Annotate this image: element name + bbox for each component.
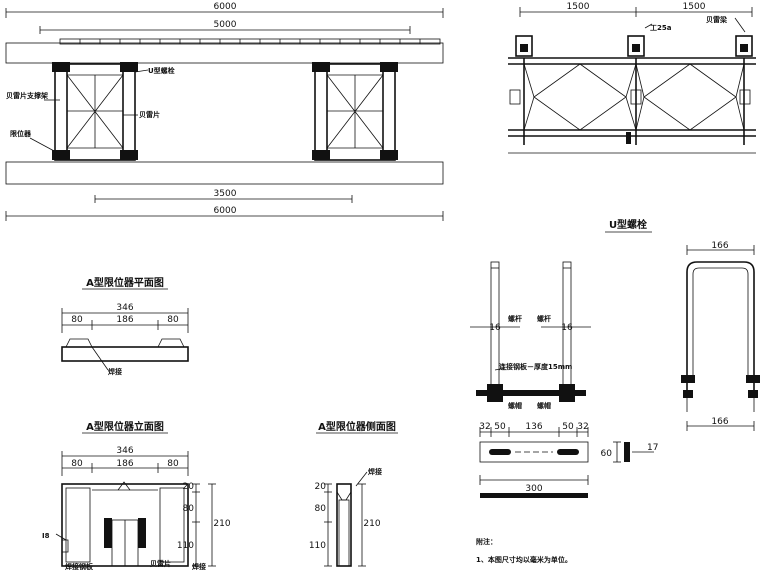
label-bailey-beam: 贝雷梁 [706,15,728,24]
a-side-dim-v-bot: 110 [309,541,326,551]
label-i25a: 工25a [650,24,672,32]
a-front-dim-total: 346 [116,446,133,456]
a-plan-dim-left: 80 [71,315,83,325]
a-side-dim-v-total: 210 [363,519,380,529]
u-bolt-title: U型螺栓 [609,218,647,231]
left-bailey-bent [52,62,138,161]
u-bolt-dim-plate-len: 300 [525,484,542,494]
label-limiter: 限位器 [10,129,32,138]
label-ubolt: U型螺栓 [148,66,175,75]
dim-truss-left: 1500 [567,2,590,12]
a-front-dim-v-mid: 80 [183,504,195,514]
u-bolt-plate-dim-4: 50 [562,422,574,432]
u-bolt-label-nut-l: 螺帽 [508,401,522,410]
u-bolt-label-rod-r: 螺杆 [537,314,551,323]
right-bailey-bent [312,62,398,161]
a-front-dim-v-total: 210 [213,519,230,529]
a-plan-dim-right: 80 [167,315,179,325]
elevation-view: 6000 5000 [5,2,444,221]
a-front-label-bailey: 贝雷片 [150,559,171,568]
u-bolt-dim-plate-h: 60 [601,449,613,459]
a-plan-title: A型限位器平面图 [86,276,164,289]
notes-heading: 附注： [476,537,497,546]
a-plan-dim-mid: 186 [116,315,133,325]
u-bolt-dim-plate-t: 17 [647,443,658,453]
u-bolt-label-nut-r: 螺帽 [537,401,551,410]
a-front-dim-right: 80 [167,459,179,469]
label-bailey: 贝雷片 [139,110,160,119]
u-bolt-plate-dim-5: 32 [577,422,588,432]
a-front-title: A型限位器立面图 [86,420,164,433]
u-bolt-label-rod-l: 螺杆 [508,314,522,323]
u-bolt-section: U型螺栓 16 16 螺杆 螺杆 连接钢板－厚度15mm 螺帽 螺帽 166 [470,218,760,498]
a-side-label-weld: 焊接 [368,467,382,476]
notes: 附注： 1、本图尺寸均以毫米为单位。 [476,537,572,564]
u-bolt-dim-rod-l: 16 [489,323,501,333]
a-front-label-weld-right: 焊接 [192,562,206,570]
a-front-dim-left: 80 [71,459,83,469]
u-bolt-plate-dim-1: 32 [479,422,490,432]
a-front-label-weld-left: 焊接钢板 [65,562,94,570]
dim-bottom-total-text: 6000 [214,206,237,216]
a-plan-label-weld: 焊接 [108,367,122,376]
u-bolt-dim-rod-r: 16 [561,323,573,333]
a-side-dim-v-top: 20 [315,482,327,492]
dim-bottom-inner-text: 3500 [214,189,237,199]
dim-top-inner: 5000 [39,20,411,34]
u-bolt-plate-dim-2: 50 [494,422,506,432]
a-side-dim-v-mid: 80 [315,504,327,514]
u-bolt-dim-top: 166 [711,241,728,251]
u-bolt-plate-dim-3: 136 [525,422,542,432]
u-bolt-dim-bottom: 166 [711,417,728,427]
a-front-dim-v-bot: 110 [177,541,194,551]
dim-truss-right: 1500 [683,2,706,12]
dim-bottom-inner: 3500 [94,189,353,203]
a-side-view: A型限位器侧面图 焊接 20 80 110 210 [309,420,398,567]
truss-detail: 1500 1500 工25a 贝雷梁 [508,2,756,154]
dim-top-inner-text: 5000 [214,20,237,30]
a-plan-dim-total: 346 [116,303,133,313]
deck-slab [5,42,444,64]
a-front-label-plate: I8 [42,532,50,540]
deck-sleepers [59,38,441,45]
notes-line-1: 1、本图尺寸均以毫米为单位。 [476,555,572,564]
a-plan-view: A型限位器平面图 346 80 186 80 焊接 [61,276,189,376]
a-side-title: A型限位器侧面图 [318,420,396,433]
ground-slab [5,161,444,185]
u-bolt-label-plate: 连接钢板－厚度15mm [499,362,572,371]
label-bracing: 贝雷片支撑架 [6,91,48,100]
dim-bottom-total: 6000 [5,206,444,221]
a-front-dim-mid: 186 [116,459,133,469]
a-front-view: A型限位器立面图 346 80 186 80 I8 20 80 110 [42,420,231,570]
dim-top-total: 6000 [5,2,444,18]
dim-top-total-text: 6000 [214,2,237,12]
a-front-dim-v-top: 20 [183,482,195,492]
